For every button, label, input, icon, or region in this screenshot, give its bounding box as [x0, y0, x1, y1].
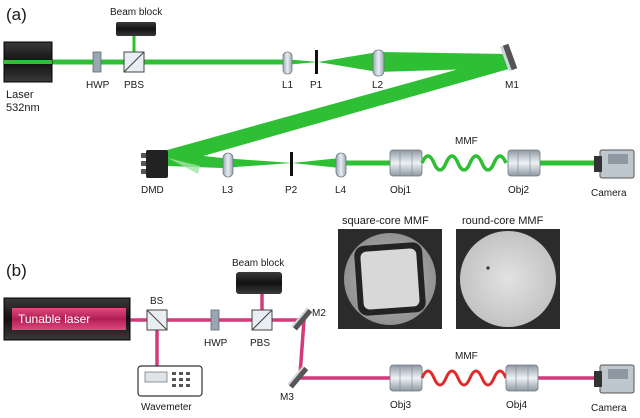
tunable-laser [3, 297, 131, 341]
hwp-a [92, 51, 102, 73]
pbs-b [251, 309, 273, 331]
beam-block-b [236, 272, 282, 294]
obj3-label: Obj3 [390, 400, 412, 411]
pbs-a-label: PBS [124, 80, 144, 91]
pbs-b-label: PBS [250, 338, 270, 349]
lens-l2 [372, 49, 385, 77]
beam-block-a-label: Beam block [110, 7, 163, 18]
obj4-label: Obj4 [506, 400, 528, 411]
beam-block-b-label: Beam block [232, 258, 285, 269]
pinhole-p1 [315, 50, 318, 74]
panel-a-label: (a) [6, 5, 27, 24]
objective-obj1 [389, 149, 423, 177]
mmf-b-fiber [420, 369, 508, 387]
mmf-a-fiber [420, 154, 508, 172]
camera-b [594, 364, 635, 394]
p1-label: P1 [310, 80, 323, 91]
m2-label: M2 [312, 308, 326, 319]
bs-label: BS [150, 296, 164, 307]
laser-532 [3, 41, 53, 83]
laser-wavelength: 532nm [6, 102, 40, 114]
mirror-m3 [287, 365, 309, 389]
lens-l3 [222, 152, 234, 178]
square-core-image [338, 229, 442, 329]
panel-b-label: (b) [6, 261, 27, 280]
hwp-b-label: HWP [204, 338, 228, 349]
objective-obj2 [507, 149, 541, 177]
lens-l4 [335, 152, 347, 178]
m3-label: M3 [280, 392, 294, 403]
hwp-a-label: HWP [86, 80, 110, 91]
pbs-a [123, 51, 145, 73]
l4-label: L4 [335, 185, 347, 196]
obj2-label: Obj2 [508, 185, 530, 196]
wavemeter-label: Wavemeter [141, 402, 192, 413]
round-core-image [456, 229, 560, 329]
hwp-b [210, 309, 220, 331]
objective-obj3 [389, 364, 423, 392]
beam-block-a [116, 22, 156, 36]
mirror-m1 [499, 43, 518, 72]
obj1-label: Obj1 [390, 185, 412, 196]
lens-l1 [282, 51, 293, 75]
camera-b-label: Camera [591, 403, 627, 414]
mmf-a-label: MMF [455, 136, 478, 147]
dmd [141, 150, 168, 178]
square-core-label: square-core MMF [342, 215, 429, 227]
round-core-label: round-core MMF [462, 215, 544, 227]
camera-a-label: Camera [591, 188, 627, 199]
l1-label: L1 [282, 80, 294, 91]
tunable-laser-label: Tunable laser [18, 312, 90, 326]
bs [146, 309, 168, 331]
wavemeter [137, 365, 203, 397]
pinhole-p2 [290, 152, 293, 176]
dmd-label: DMD [141, 185, 164, 196]
camera-a [594, 149, 635, 179]
laser-label: Laser [6, 89, 34, 101]
mirror-m2 [291, 307, 313, 331]
p2-label: P2 [285, 185, 298, 196]
l2-label: L2 [372, 80, 384, 91]
objective-obj4 [505, 364, 539, 392]
l3-label: L3 [222, 185, 234, 196]
green-beam-path [52, 35, 600, 174]
m1-label: M1 [505, 80, 519, 91]
mmf-b-label: MMF [455, 351, 478, 362]
